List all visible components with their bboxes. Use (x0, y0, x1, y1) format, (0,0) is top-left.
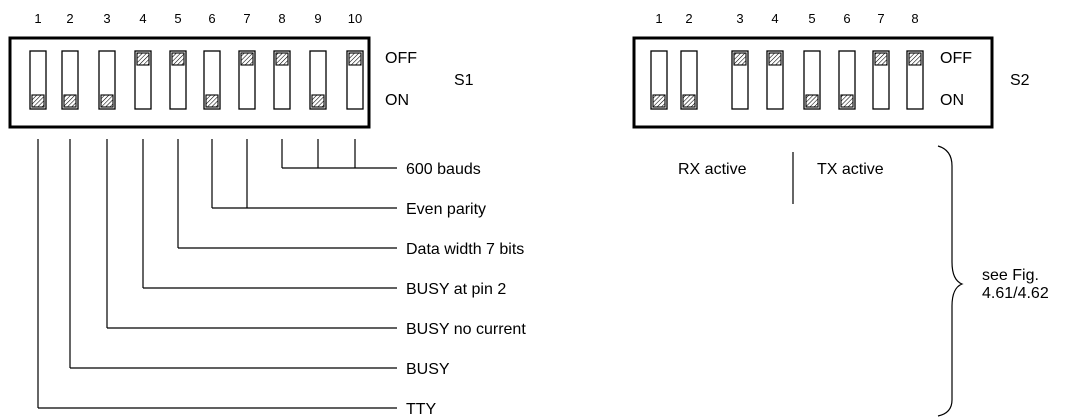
s1-switch-knob (63, 94, 77, 108)
s2-switch-number: 6 (843, 11, 850, 26)
s1-leader-lines (37, 139, 397, 409)
label-data-width: Data width 7 bits (406, 241, 524, 258)
s1-on-label: ON (385, 92, 409, 109)
s2-dip-switch (680, 50, 698, 110)
s1-switch-knob (348, 52, 362, 66)
s1-switch-numbers: 1 2 3 4 5 6 7 8 9 10 (34, 11, 362, 26)
label-busy-pin2: BUSY at pin 2 (406, 281, 506, 298)
label-busy-no-current: BUSY no current (406, 321, 526, 338)
s2-dip-switch (650, 50, 668, 110)
s2-switch-knob (682, 94, 696, 108)
s2-switch-block: 1 2 3 4 5 6 7 8 OFF ON S2 (632, 11, 1030, 129)
s2-on-label: ON (940, 92, 964, 109)
s1-dip-switch (29, 50, 47, 110)
s2-name-label: S2 (1010, 72, 1030, 89)
s1-switch-knob (240, 52, 254, 66)
s1-dip-switch (134, 50, 152, 110)
s2-dip-switch (731, 50, 749, 110)
s1-dip-switch (309, 50, 327, 110)
s1-switch-number: 2 (66, 11, 73, 26)
s1-switch-knob (311, 94, 325, 108)
label-busy: BUSY (406, 361, 450, 378)
s2-switch-knob (768, 52, 782, 66)
s1-switch-knob (205, 94, 219, 108)
see-figure-bracket: see Fig. 4.61/4.62 (937, 145, 1049, 417)
s1-switch-number: 3 (103, 11, 110, 26)
s1-switch-block: 1 2 3 4 5 6 7 8 9 10 OFF ON S1 (8, 11, 474, 129)
s1-dip-switch (238, 50, 256, 110)
s1-dip-switch (273, 50, 291, 110)
s1-dip-switch (61, 50, 79, 110)
s2-dip-switch (906, 50, 924, 110)
label-rx-active: RX active (678, 161, 747, 178)
s1-switch-knob (171, 52, 185, 66)
s1-dip-switch (169, 50, 187, 110)
s1-switch-number: 7 (243, 11, 250, 26)
s1-switch-knob (31, 94, 45, 108)
s2-switch-number: 8 (911, 11, 918, 26)
s2-group-labels: RX active TX active (678, 152, 884, 204)
s2-dip-switch (766, 50, 784, 110)
s1-switch-knob (136, 52, 150, 66)
s2-off-label: OFF (940, 50, 972, 67)
s2-dip-switch (838, 50, 856, 110)
s1-switch-number: 9 (314, 11, 321, 26)
label-even-parity: Even parity (406, 201, 486, 218)
s1-off-label: OFF (385, 50, 417, 67)
s2-switch-numbers: 1 2 3 4 5 6 7 8 (655, 11, 918, 26)
s2-switch-number: 3 (736, 11, 743, 26)
note-line-1: see Fig. (982, 267, 1039, 284)
s1-switch-knob (275, 52, 289, 66)
s2-switch-knob (874, 52, 888, 66)
s1-dip-switch (203, 50, 221, 110)
label-600-bauds: 600 bauds (406, 161, 481, 178)
s1-switch-number: 1 (34, 11, 41, 26)
s1-dip-switch (98, 50, 116, 110)
s2-dip-switch (803, 50, 821, 110)
s1-name-label: S1 (454, 72, 474, 89)
s2-dip-switch (872, 50, 890, 110)
s2-switch-number: 4 (771, 11, 778, 26)
s1-switch-number: 5 (174, 11, 181, 26)
s1-dip-switch (346, 50, 364, 110)
label-tx-active: TX active (817, 161, 884, 178)
label-tty: TTY (406, 401, 437, 418)
s2-switch-number: 5 (808, 11, 815, 26)
s1-switch-knob (100, 94, 114, 108)
s1-switch-number: 4 (139, 11, 146, 26)
s2-switch-number: 1 (655, 11, 662, 26)
s2-switch-knob (908, 52, 922, 66)
s2-switch-number: 7 (877, 11, 884, 26)
note-line-2: 4.61/4.62 (982, 285, 1049, 302)
s2-switch-knob (652, 94, 666, 108)
s2-switch-knob (805, 94, 819, 108)
s2-switch-knob (840, 94, 854, 108)
s1-switch-number: 8 (278, 11, 285, 26)
s1-switches (29, 50, 364, 110)
s2-switches (650, 50, 924, 110)
s1-setting-labels: 600 bauds Even parity Data width 7 bits … (406, 161, 526, 418)
s1-switch-number: 10 (348, 11, 362, 26)
s1-switch-number: 6 (208, 11, 215, 26)
s2-switch-knob (733, 52, 747, 66)
s2-switch-number: 2 (685, 11, 692, 26)
curly-brace (937, 145, 964, 417)
